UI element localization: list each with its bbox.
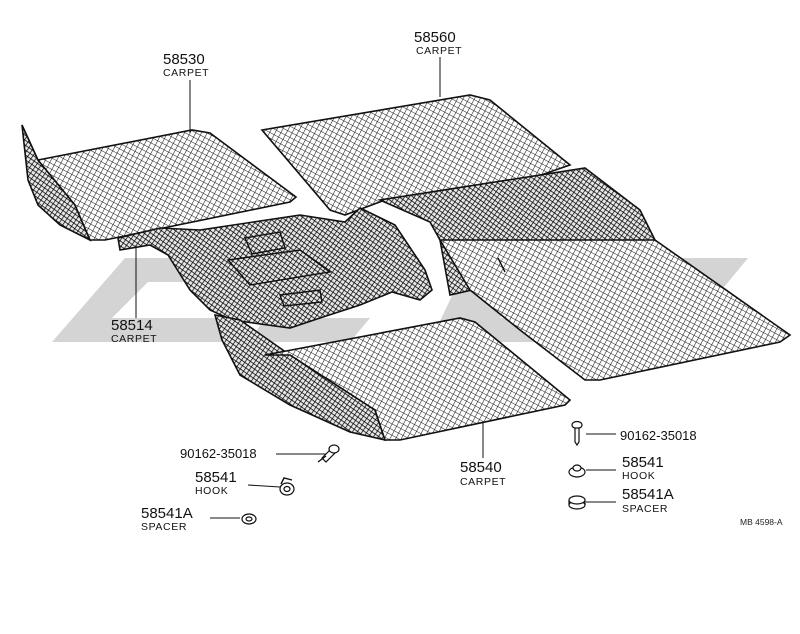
callout-spacer-left-name: SPACER bbox=[141, 521, 187, 533]
callout-58540-name: CARPET bbox=[460, 476, 506, 488]
callout-58560-name: CARPET bbox=[416, 45, 462, 57]
callout-58530-number: 58530 bbox=[163, 51, 205, 68]
spacer-left-icon bbox=[241, 513, 257, 525]
callout-spacer-left-number: 58541A bbox=[141, 505, 193, 522]
screw-right-icon bbox=[571, 420, 583, 447]
callout-58514-number: 58514 bbox=[111, 317, 153, 334]
screw-left-icon bbox=[317, 444, 340, 463]
callout-hook-right-name: HOOK bbox=[622, 470, 655, 482]
callout-screw-left-number: 90162-35018 bbox=[180, 446, 257, 461]
callout-58530-name: CARPET bbox=[163, 67, 209, 79]
hook-right-icon bbox=[568, 464, 586, 478]
callout-hook-left-number: 58541 bbox=[195, 469, 237, 486]
callout-spacer-right-name: SPACER bbox=[622, 503, 668, 515]
callout-hook-right-number: 58541 bbox=[622, 454, 664, 471]
callout-hook-left-name: HOOK bbox=[195, 485, 228, 497]
spacer-right-icon bbox=[568, 495, 586, 510]
carpet-58540-shape bbox=[213, 313, 572, 442]
callout-spacer-right-number: 58541A bbox=[622, 486, 674, 503]
reference-code: MB 4598-A bbox=[740, 517, 783, 527]
callout-58514-name: CARPET bbox=[111, 333, 157, 345]
carpet-58560-shape bbox=[260, 94, 792, 381]
carpet-58514-shape bbox=[117, 207, 433, 329]
hook-left-icon bbox=[279, 477, 295, 496]
callout-58560-number: 58560 bbox=[414, 29, 456, 46]
callout-screw-right-number: 90162-35018 bbox=[620, 428, 697, 443]
carpet-58530-shape bbox=[21, 124, 298, 242]
callout-58540-number: 58540 bbox=[460, 459, 502, 476]
leader-lines bbox=[135, 57, 616, 519]
